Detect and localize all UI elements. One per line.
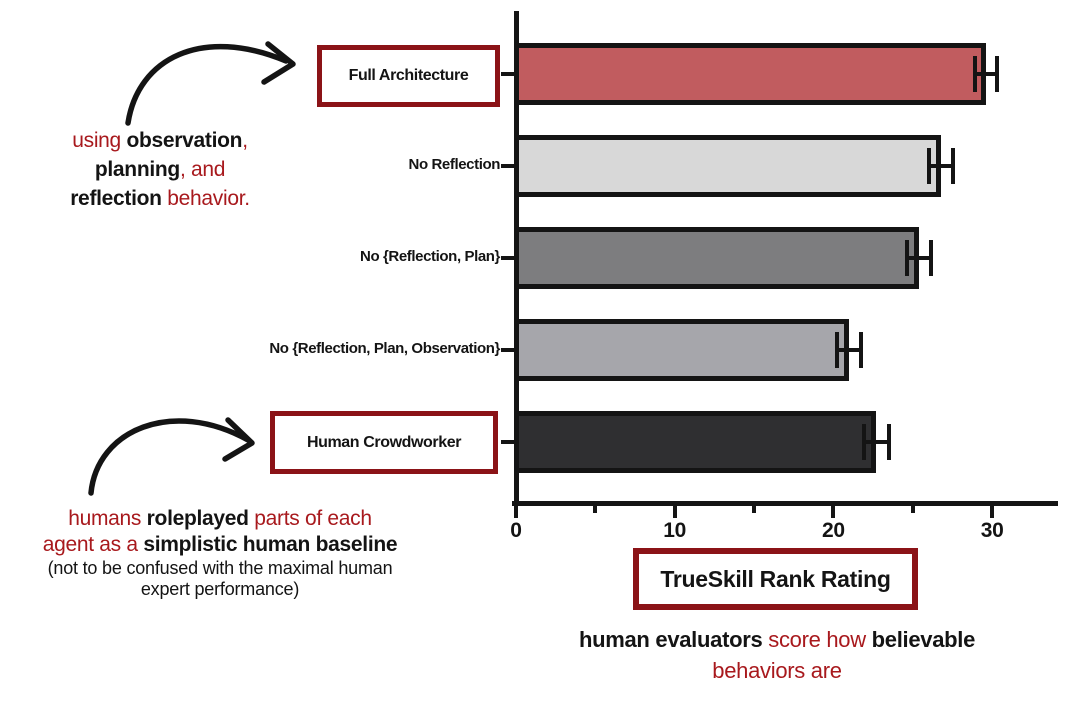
annotation-line: reflection behavior. <box>18 184 302 213</box>
curved-arrow-bottom <box>88 417 255 496</box>
annotation-text-segment: , and <box>179 158 226 181</box>
error-bar-cap <box>859 332 864 368</box>
x-axis-major-tick <box>831 501 836 518</box>
category-tick <box>501 348 514 352</box>
x-axis-major-tick <box>990 501 995 518</box>
annotation-line: planning, and <box>18 155 302 184</box>
annotation-line: (not to be confused with the maximal hum… <box>47 558 393 578</box>
error-bar-cap <box>951 148 956 184</box>
x-axis-line <box>512 501 1058 506</box>
caption-text-segment: score how <box>762 627 872 652</box>
annotation-text-segment: agent as a <box>42 533 144 556</box>
x-axis-tick-label: 10 <box>663 519 687 542</box>
error-bar-cap <box>905 240 910 276</box>
error-bar-cap <box>994 56 999 92</box>
annotation-line: agent as a simplistic human baseline <box>24 532 416 558</box>
category-label: Full Architecture <box>348 67 469 84</box>
bar-full-architecture <box>514 43 986 105</box>
caption-line: human evaluators score how believable <box>565 624 989 655</box>
x-axis-minor-tick <box>593 501 598 513</box>
annotation-text-segment: , <box>242 129 248 152</box>
bar-human-crowdworker <box>514 411 877 473</box>
annotation-text-segment: observation <box>126 129 243 152</box>
error-bar-cap <box>927 148 932 184</box>
category-box-human-crowdworker: Human Crowdworker <box>270 411 498 474</box>
error-bar-cap <box>861 424 866 460</box>
x-axis-major-tick <box>672 501 677 518</box>
error-bar-cap <box>886 424 891 460</box>
x-axis-major-tick <box>514 501 518 518</box>
category-tick <box>501 256 514 260</box>
category-tick <box>501 440 514 444</box>
category-label-no-reflection: No Reflection <box>408 156 501 173</box>
bar-no-reflection <box>514 135 942 197</box>
annotation-text-segment: reflection <box>70 187 162 210</box>
caption-believability: human evaluators score how believable be… <box>565 624 989 686</box>
annotation-line: expert performance) <box>140 579 300 599</box>
bar-no-reflection-plan <box>514 227 920 289</box>
error-bar-cap <box>972 56 977 92</box>
error-bar-no-reflection <box>929 164 954 168</box>
annotation-text-segment: humans <box>68 507 147 530</box>
category-label-no-reflection-plan-observation: No {Reflection, Plan, Observation} <box>269 340 500 357</box>
x-axis-minor-tick <box>910 501 915 513</box>
error-bar-cap <box>929 240 933 276</box>
x-axis-tick-label: 30 <box>980 519 1004 542</box>
annotation-text-segment: planning <box>94 158 180 181</box>
x-axis-tick-label: 20 <box>822 519 845 542</box>
annotation-line: using observation, <box>18 126 302 155</box>
annotation-text-segment: parts of each <box>248 507 372 530</box>
annotation-text-segment: using <box>72 129 127 152</box>
category-label-no-reflection-plan: No {Reflection, Plan} <box>360 248 500 265</box>
bar-no-reflection-plan-observation <box>514 319 850 381</box>
caption-text-segment: human evaluators <box>578 627 763 652</box>
category-box-full-architecture: Full Architecture <box>317 45 500 107</box>
curved-arrow-top <box>125 41 296 126</box>
error-bar-no-reflection-plan-observation <box>837 348 862 352</box>
caption-line: behaviors are <box>712 658 842 683</box>
annotation-text-segment: behavior. <box>161 187 250 210</box>
x-axis-tick-label: 0 <box>510 519 522 542</box>
x-axis-label: TrueSkill Rank Rating <box>660 565 891 592</box>
annotation-architecture-note: using observation, planning, and reflect… <box>18 126 302 213</box>
error-bar-full-architecture <box>974 72 997 76</box>
error-bar-human-crowdworker <box>863 440 889 444</box>
annotation-text-segment: simplistic human baseline <box>143 533 398 556</box>
annotation-text-segment: roleplayed <box>146 507 249 530</box>
caption-text-segment: believable <box>871 627 976 652</box>
y-axis-spine <box>514 11 519 506</box>
x-axis-minor-tick <box>752 501 757 513</box>
category-tick <box>501 72 514 76</box>
annotation-line: humans roleplayed parts of each <box>24 506 416 532</box>
xlabel-box: TrueSkill Rank Rating <box>633 548 918 610</box>
category-tick <box>501 164 514 168</box>
error-bar-cap <box>835 332 840 368</box>
category-label: Human Crowdworker <box>306 433 462 451</box>
error-bar-no-reflection-plan <box>907 256 931 260</box>
annotation-crowdworker-note: humans roleplayed parts of each agent as… <box>24 506 416 600</box>
